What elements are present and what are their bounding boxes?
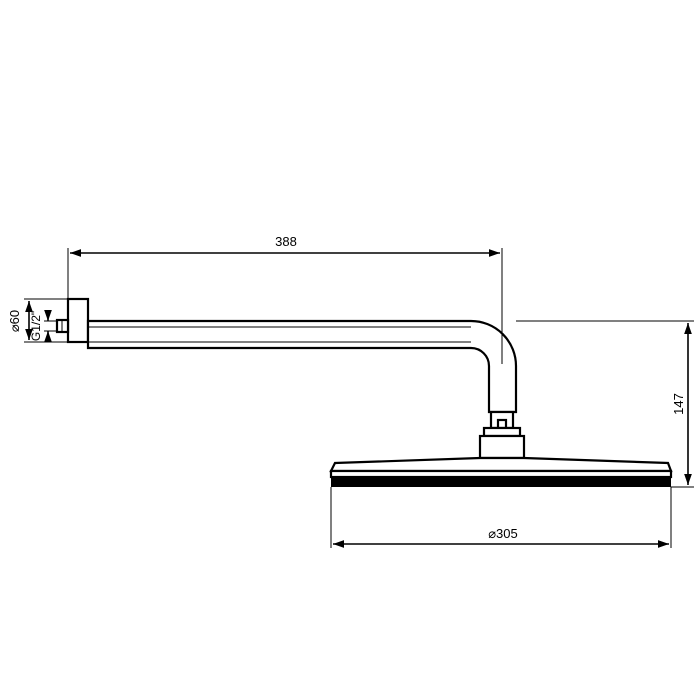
dimension-thread: G1/2"	[29, 309, 57, 343]
dimension-388: 388	[67, 234, 503, 364]
wall-flange	[55, 297, 90, 344]
dimension-147: 147	[516, 320, 694, 488]
shower-head	[329, 456, 673, 487]
dimension-label-arm-length: 388	[275, 234, 297, 249]
dimension-head-diameter: ⌀305	[330, 487, 672, 548]
dimension-label-flange-diameter: ⌀60	[7, 310, 22, 332]
dimension-label-thread: G1/2"	[29, 311, 43, 341]
shower-arm	[86, 319, 518, 414]
connector-nut	[478, 410, 526, 460]
dimension-label-head-drop: 147	[671, 393, 686, 415]
dimension-label-head-diameter: ⌀305	[488, 526, 518, 541]
